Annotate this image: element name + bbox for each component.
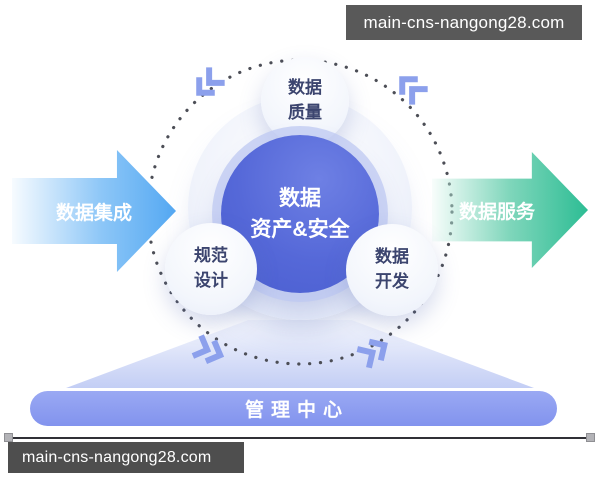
- node-data-development-line2: 开发: [375, 272, 409, 291]
- management-center-label: 管理中心: [244, 400, 349, 421]
- rotation-chevron-icon: [387, 64, 432, 109]
- divider-handle-right: [586, 433, 595, 442]
- node-data-quality-line2: 质量: [288, 103, 322, 122]
- data-service-label: 数据服务: [458, 201, 535, 223]
- node-standard-design-line2: 设计: [194, 271, 228, 290]
- node-data-development-line1: 数据: [375, 247, 409, 267]
- watermark-top-label: main-cns-nangong28.com: [363, 12, 565, 32]
- data-service-arrow: 数据服务: [432, 152, 588, 268]
- node-data-development: 数据 开发: [346, 224, 438, 316]
- node-standard-design-line1: 规范: [194, 246, 228, 266]
- core-line1: 数据: [279, 186, 321, 210]
- rotation-chevron-icon: [353, 329, 398, 372]
- management-center-bar: 管理中心: [30, 391, 557, 426]
- rotation-chevron-icon: [189, 331, 232, 372]
- core-line2: 资产&安全: [250, 218, 350, 241]
- node-data-quality-line1: 数据: [288, 78, 322, 98]
- watermark-bottom-label: main-cns-nangong28.com: [22, 448, 212, 466]
- watermark-top: main-cns-nangong28.com: [346, 5, 582, 40]
- divider-line: [8, 437, 594, 439]
- divider-handle-left: [4, 433, 13, 442]
- rotation-chevron-icon: [184, 62, 229, 107]
- data-integration-label: 数据集成: [55, 202, 132, 224]
- watermark-bottom: main-cns-nangong28.com: [8, 442, 244, 473]
- node-data-quality: 数据 质量: [261, 57, 349, 145]
- node-standard-design: 规范 设计: [165, 223, 257, 315]
